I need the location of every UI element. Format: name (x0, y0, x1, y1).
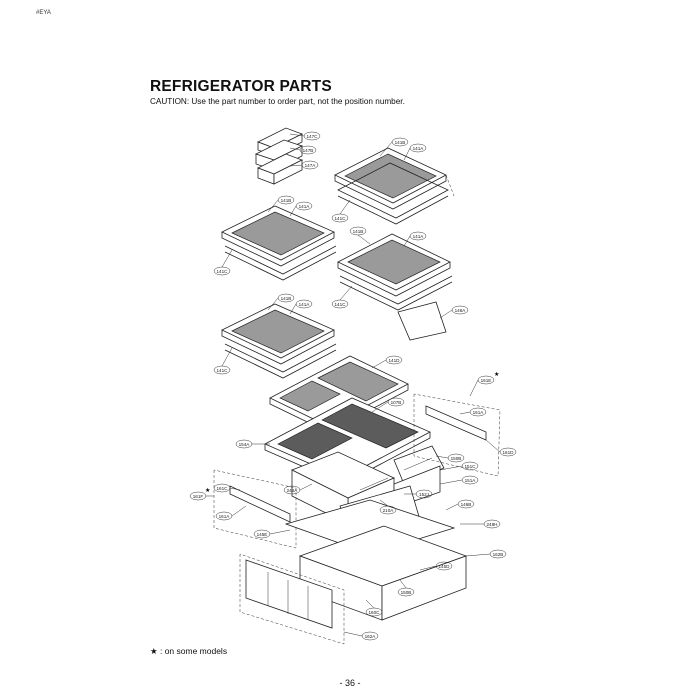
callout-141b-b: 141B (277, 195, 295, 205)
svg-text:162A: 162A (365, 634, 377, 639)
callout-161e: 161E (477, 375, 495, 385)
callout-151a: 151A (461, 475, 479, 485)
callout-146b: 146B (457, 499, 475, 509)
svg-text:145E: 145E (257, 532, 268, 537)
svg-text:246A: 246A (287, 488, 299, 493)
callout-141d: 141D (385, 355, 403, 365)
glass-shelf-panels (269, 355, 409, 433)
callout-141b-a: 141B (391, 137, 409, 147)
callout-141a-b: 141A (295, 201, 313, 211)
footnote: ★ : on some models (150, 646, 228, 656)
svg-text:141B: 141B (281, 198, 292, 203)
svg-text:141B: 141B (353, 229, 364, 234)
callout-141c-b: 141C (213, 266, 231, 276)
svg-text:161D: 161D (503, 450, 515, 455)
svg-text:141C: 141C (217, 269, 229, 274)
svg-text:161E: 161E (481, 378, 492, 383)
svg-text:141B: 141B (395, 140, 406, 145)
shelf-middle-right (337, 233, 453, 341)
callout-147b: 147B (299, 145, 317, 155)
svg-text:161A: 161A (219, 514, 231, 519)
svg-text:141B: 141B (281, 296, 292, 301)
callout-labels: 147C 147B 147A 141B 141A 141C 141B 141A … (189, 131, 517, 641)
document-code: #EYA (36, 10, 51, 16)
svg-text:141D: 141D (389, 358, 401, 363)
svg-text:107B: 107B (391, 400, 402, 405)
svg-text:147B: 147B (303, 148, 314, 153)
ice-tray-assembly (254, 127, 304, 185)
svg-text:161C: 161C (217, 486, 229, 491)
page-title: REFRIGERATOR PARTS (150, 78, 332, 95)
star-markers: ★ ★ (205, 371, 499, 494)
callout-107b: 107B (387, 397, 405, 407)
callout-248h: 248H (483, 519, 501, 529)
svg-text:151A: 151A (465, 478, 477, 483)
callout-150b-a: 150B (447, 453, 465, 463)
svg-text:141A: 141A (413, 146, 425, 151)
svg-text:162B: 162B (493, 552, 504, 557)
svg-text:161F: 161F (193, 494, 204, 499)
svg-text:154A: 154A (239, 442, 251, 447)
svg-text:248H: 248H (487, 522, 498, 527)
leader-lines (206, 133, 501, 637)
callout-161f: 161F (189, 491, 207, 501)
callout-147a: 147A (301, 160, 319, 170)
star-icon: ★ (205, 487, 210, 494)
svg-text:145D: 145D (439, 564, 451, 569)
svg-text:147C: 147C (307, 134, 319, 139)
callout-141a-c: 141A (409, 231, 427, 241)
callout-141c-d: 141C (213, 365, 231, 375)
shelf-middle-left (221, 205, 337, 281)
drawer-rails (213, 393, 501, 549)
callout-141c-a: 141C (331, 213, 349, 223)
callout-146a: 146A (451, 305, 469, 315)
callout-161a-b: 161A (215, 511, 233, 521)
callout-141b-c: 141B (349, 226, 367, 236)
svg-text:141C: 141C (335, 216, 347, 221)
svg-text:146B: 146B (461, 502, 472, 507)
callout-162a: 162A (361, 631, 379, 641)
svg-text:150B: 150B (451, 456, 462, 461)
svg-text:147A: 147A (305, 163, 317, 168)
callout-154a: 154A (235, 439, 253, 449)
callout-141c-c: 141C (331, 299, 349, 309)
freezer-drawer (239, 499, 468, 645)
callout-141a-d: 141A (295, 299, 313, 309)
callout-145e: 145E (253, 529, 271, 539)
callout-141a-a: 141A (409, 143, 427, 153)
callout-162b: 162B (489, 549, 507, 559)
svg-text:210A: 210A (383, 508, 395, 513)
star-icon: ★ (494, 371, 499, 378)
callout-161a-a: 161A (469, 407, 487, 417)
shelf-lower-left (221, 303, 337, 379)
svg-text:141C: 141C (217, 368, 229, 373)
svg-text:161A: 161A (473, 410, 485, 415)
svg-text:160C: 160C (369, 610, 381, 615)
shelf-top-right (334, 147, 455, 225)
callout-147c: 147C (303, 131, 321, 141)
svg-text:141A: 141A (413, 234, 425, 239)
callout-141b-d: 141B (277, 293, 295, 303)
callout-151c: 151C (461, 461, 479, 471)
svg-text:151C: 151C (465, 464, 477, 469)
callout-161c: 161C (213, 483, 231, 493)
svg-text:141A: 141A (299, 302, 311, 307)
svg-text:150B: 150B (401, 590, 412, 595)
caution-text: CAUTION: Use the part number to order pa… (150, 97, 405, 106)
svg-text:141A: 141A (299, 204, 311, 209)
callout-161d: 161D (499, 447, 517, 457)
svg-text:152J: 152J (419, 492, 429, 497)
svg-text:146A: 146A (455, 308, 467, 313)
svg-text:141C: 141C (335, 302, 347, 307)
page-number: - 36 - (339, 678, 361, 688)
